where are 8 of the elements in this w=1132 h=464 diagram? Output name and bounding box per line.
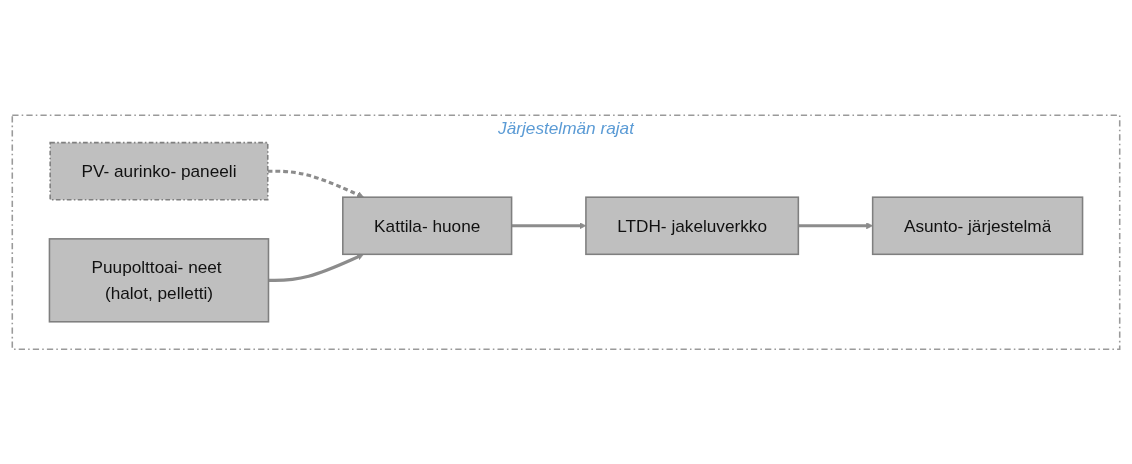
- node-box: Asunto- järjestelmä: [871, 196, 1084, 255]
- arrow: [798, 222, 873, 229]
- node-box: PV- aurinko- paneeli: [49, 141, 269, 201]
- arrow: [267, 169, 364, 198]
- arrow: [268, 253, 364, 282]
- node-box: LTDH- jakeluverkko: [585, 196, 800, 255]
- node-box: Puupolttoai- neet (halot, pelletti): [48, 237, 270, 323]
- node-box: Kattila- huone: [342, 196, 513, 255]
